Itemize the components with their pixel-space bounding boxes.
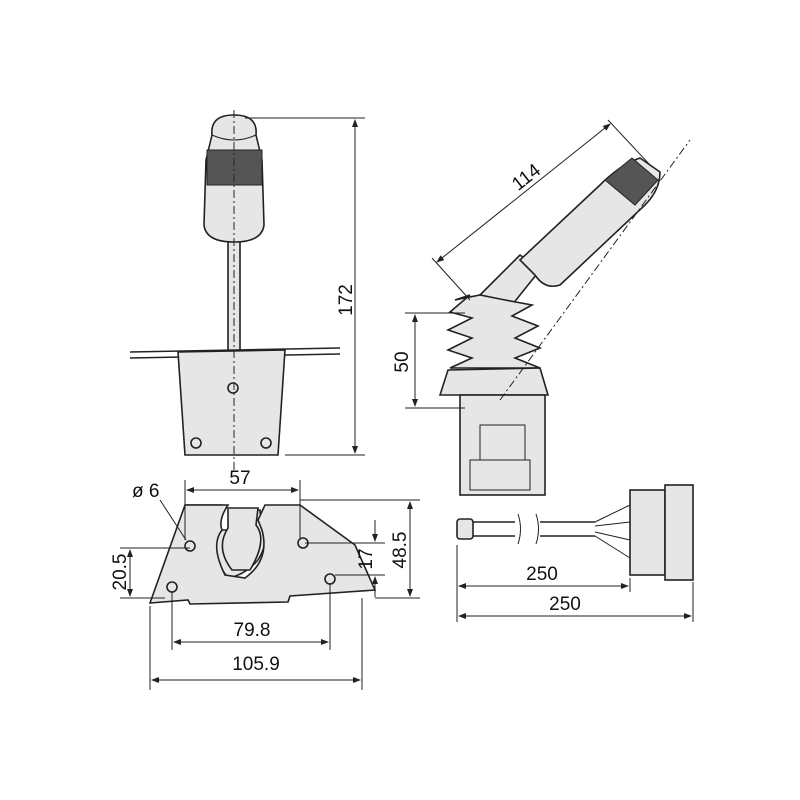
- dim-label-114: 114: [508, 160, 545, 195]
- dim-label-hole-diameter: ø 6: [132, 481, 159, 502]
- cable-dimensions: 250 250: [456, 545, 694, 622]
- dim-label-17: 17: [356, 548, 377, 569]
- dim-label-20-5: 20.5: [110, 554, 131, 591]
- side-knurled-grip: [604, 157, 659, 206]
- mounting-plate: [148, 504, 377, 605]
- dim-label-48-5: 48.5: [390, 532, 411, 569]
- side-view-joystick: [438, 139, 691, 496]
- dimension-172: 172: [245, 117, 365, 456]
- dimension-50: 50: [392, 312, 465, 409]
- dim-label-250-connector: 250: [526, 564, 558, 585]
- cable-assembly: [456, 484, 694, 581]
- dim-label-79-8: 79.8: [234, 620, 271, 641]
- dim-label-57: 57: [229, 468, 250, 489]
- front-view-joystick: [129, 110, 341, 470]
- dim-label-172: 172: [336, 284, 357, 316]
- dim-label-105-9: 105.9: [232, 654, 280, 675]
- plate-dimensions: ø 6 57 20.5 17 48.5 79.8 105.9: [110, 468, 420, 690]
- dim-label-50: 50: [392, 351, 413, 372]
- dim-label-250-total: 250: [549, 594, 581, 615]
